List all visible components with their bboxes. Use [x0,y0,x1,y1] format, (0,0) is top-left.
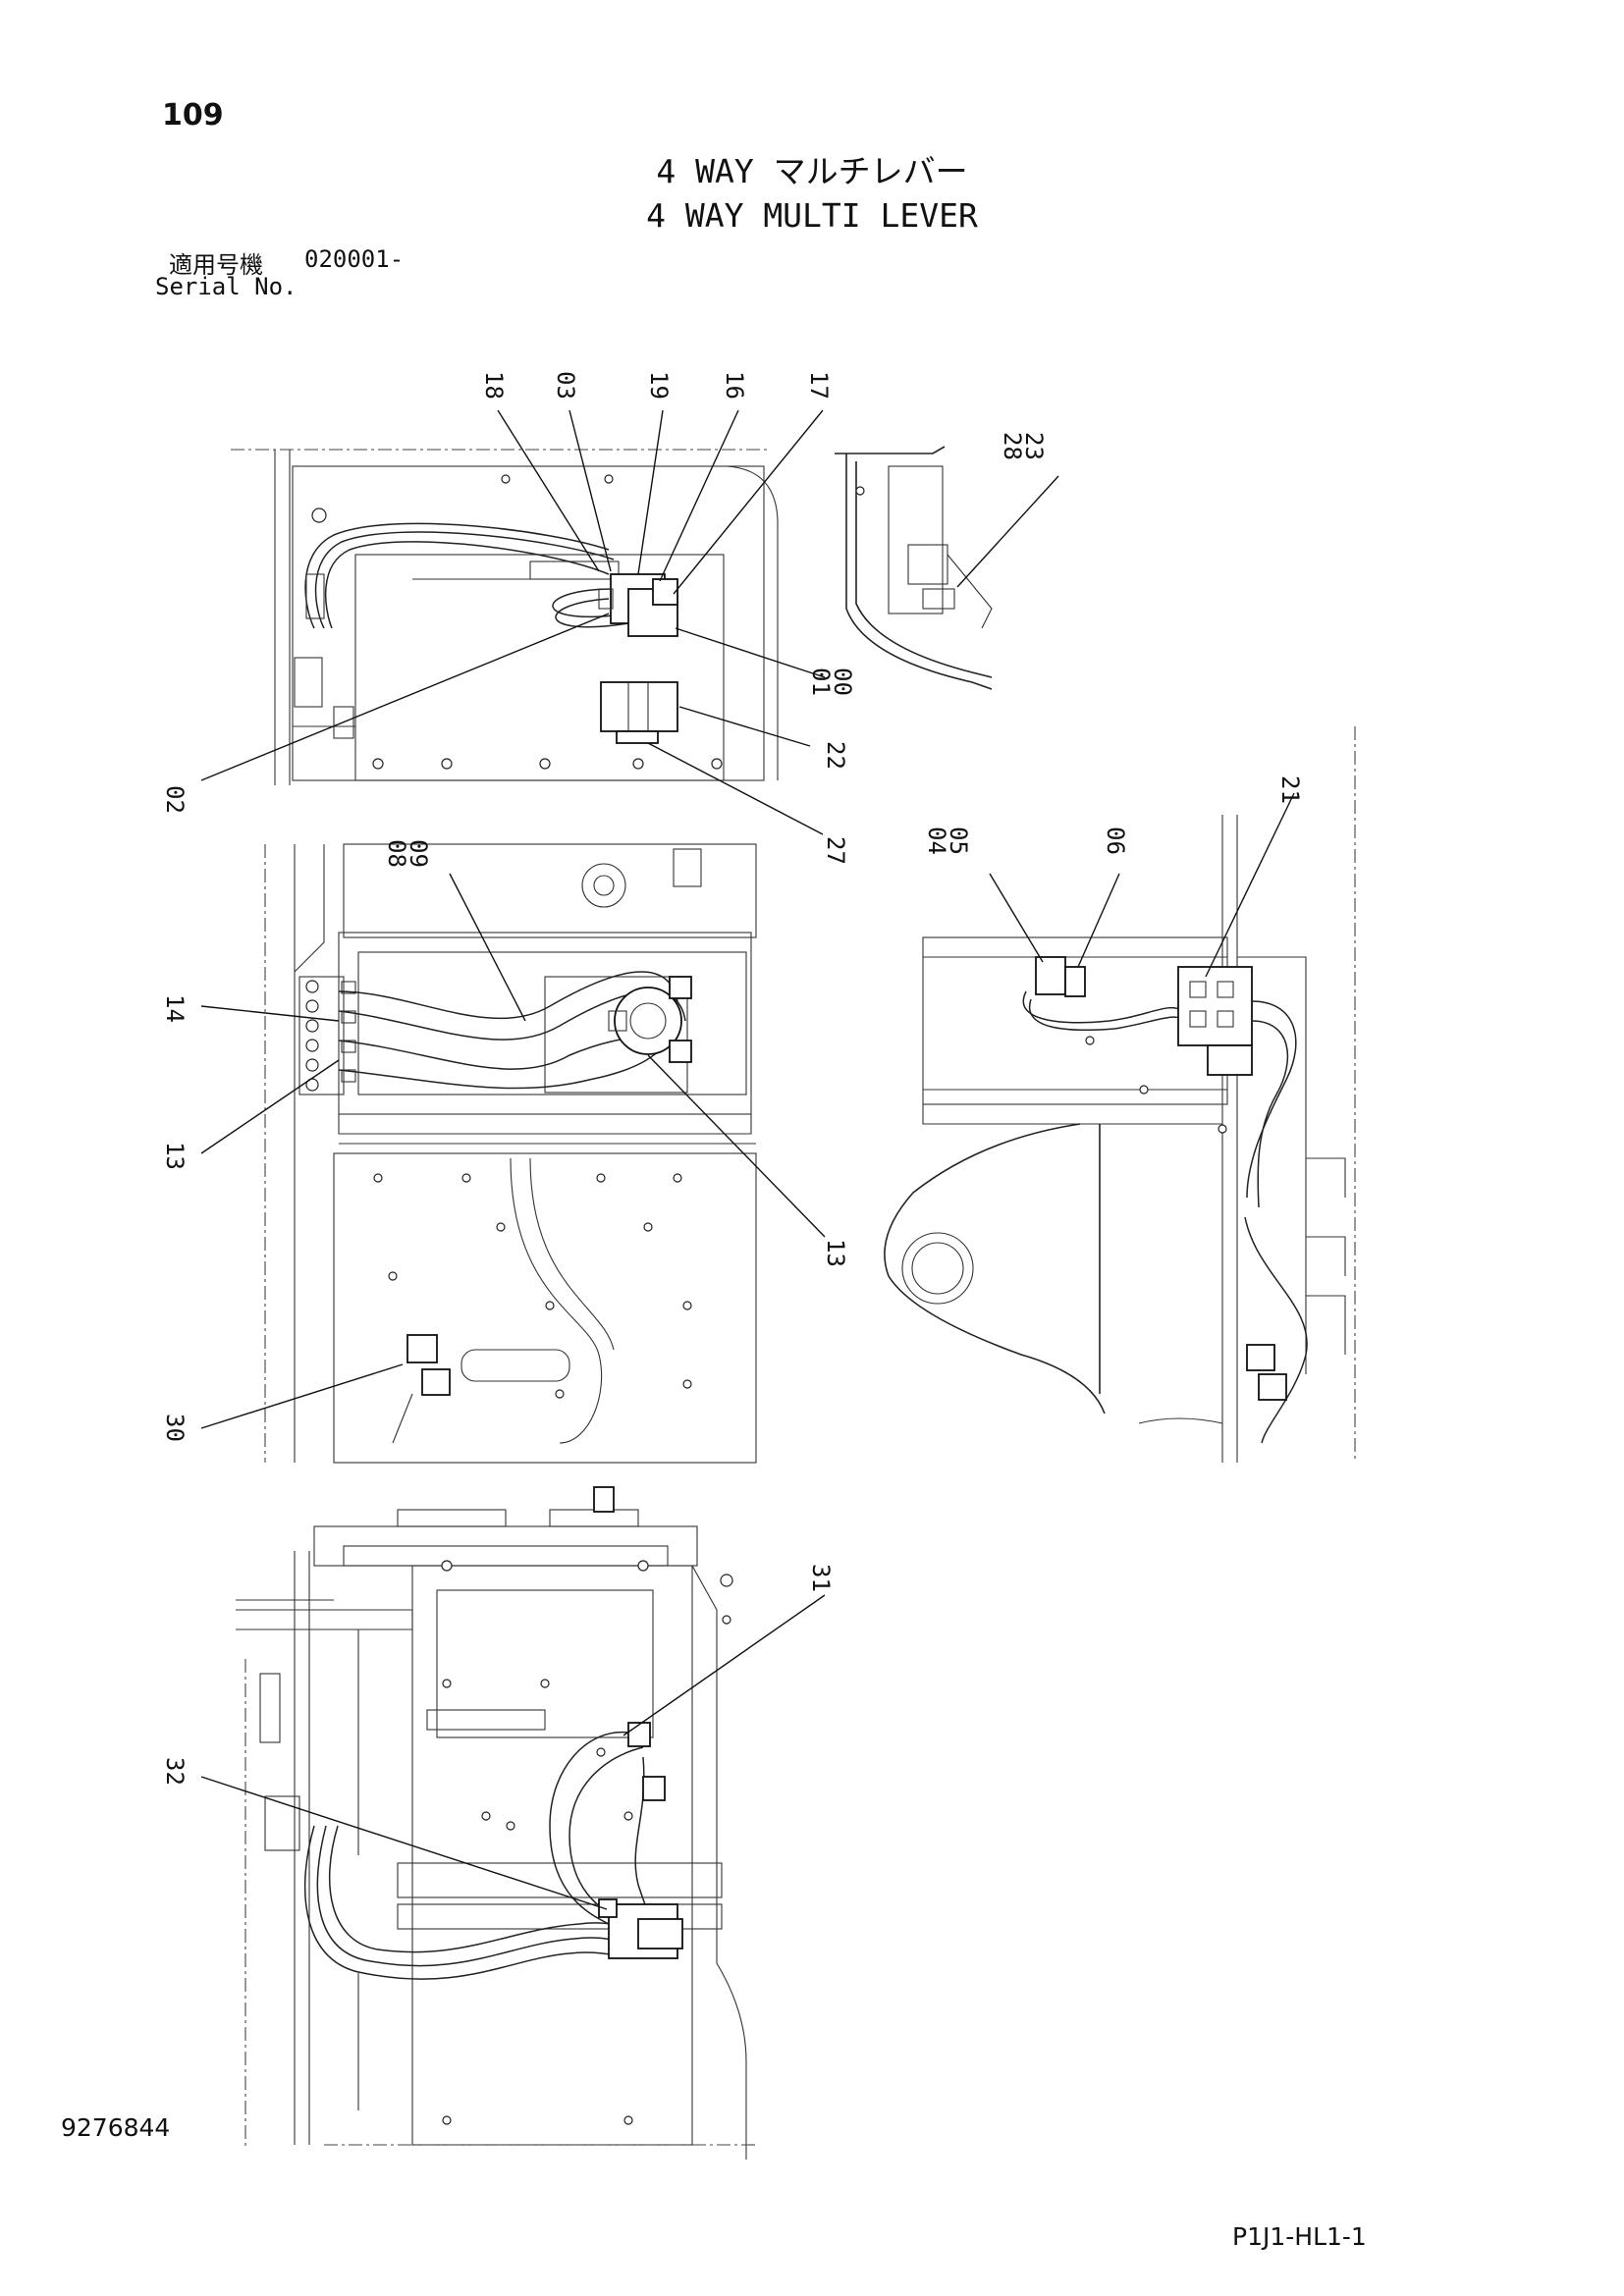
page-title-japanese: 4 WAY マルチレバー [656,152,968,190]
view-top-right [835,446,993,690]
callout-05-04-line-2: 04 [923,827,950,855]
callout-06: 06 [1102,827,1129,855]
callout-00-01: 0001 [807,667,856,696]
callout-00-01-line-2: 01 [807,667,835,696]
page-title: 4 WAY MULTI LEVER [646,196,978,235]
leader-lines [200,409,1295,1910]
serial-label-japanese: 適用号機 [169,251,263,279]
drawing-code: P1J1-HL1-1 [1232,2222,1367,2251]
callout-30: 30 [161,1414,189,1442]
callout-09-08: 0908 [383,839,432,868]
callout-13-left: 13 [161,1142,189,1170]
callout-32: 32 [161,1757,189,1786]
callout-27: 27 [822,836,849,865]
document-number: 9276844 [61,2113,171,2142]
callout-21: 21 [1276,775,1304,804]
callout-31: 31 [807,1564,835,1592]
page-number: 109 [162,98,224,133]
serial-value: 020001- [304,245,405,273]
callout-09-08-line-2: 08 [383,839,410,868]
view-middle-left [264,843,757,1464]
callout-03: 03 [552,371,579,400]
view-bottom [236,1486,756,2160]
view-middle-right [884,726,1356,1463]
callout-17: 17 [805,371,833,400]
callout-09-08-line-1: 09 [405,839,432,868]
callout-23-28: 2328 [999,432,1048,460]
callout-22: 22 [822,741,849,770]
view-top-left [231,449,779,785]
callout-23-28-line-1: 23 [1020,432,1048,460]
serial-label: Serial No. [155,273,298,300]
callout-02: 02 [161,785,189,814]
callout-19: 19 [645,371,673,400]
callouts: 18 03 19 16 17 2328 0001 22 02 27 0908 0… [161,371,1304,1786]
callout-05-04: 0504 [923,827,972,855]
callout-23-28-line-2: 28 [999,432,1026,460]
callout-05-04-line-1: 05 [945,827,972,855]
callout-18: 18 [480,371,508,400]
callout-00-01-line-1: 00 [829,667,856,696]
callout-13-right: 13 [822,1239,849,1267]
callout-16: 16 [721,371,748,400]
callout-14: 14 [161,994,189,1023]
